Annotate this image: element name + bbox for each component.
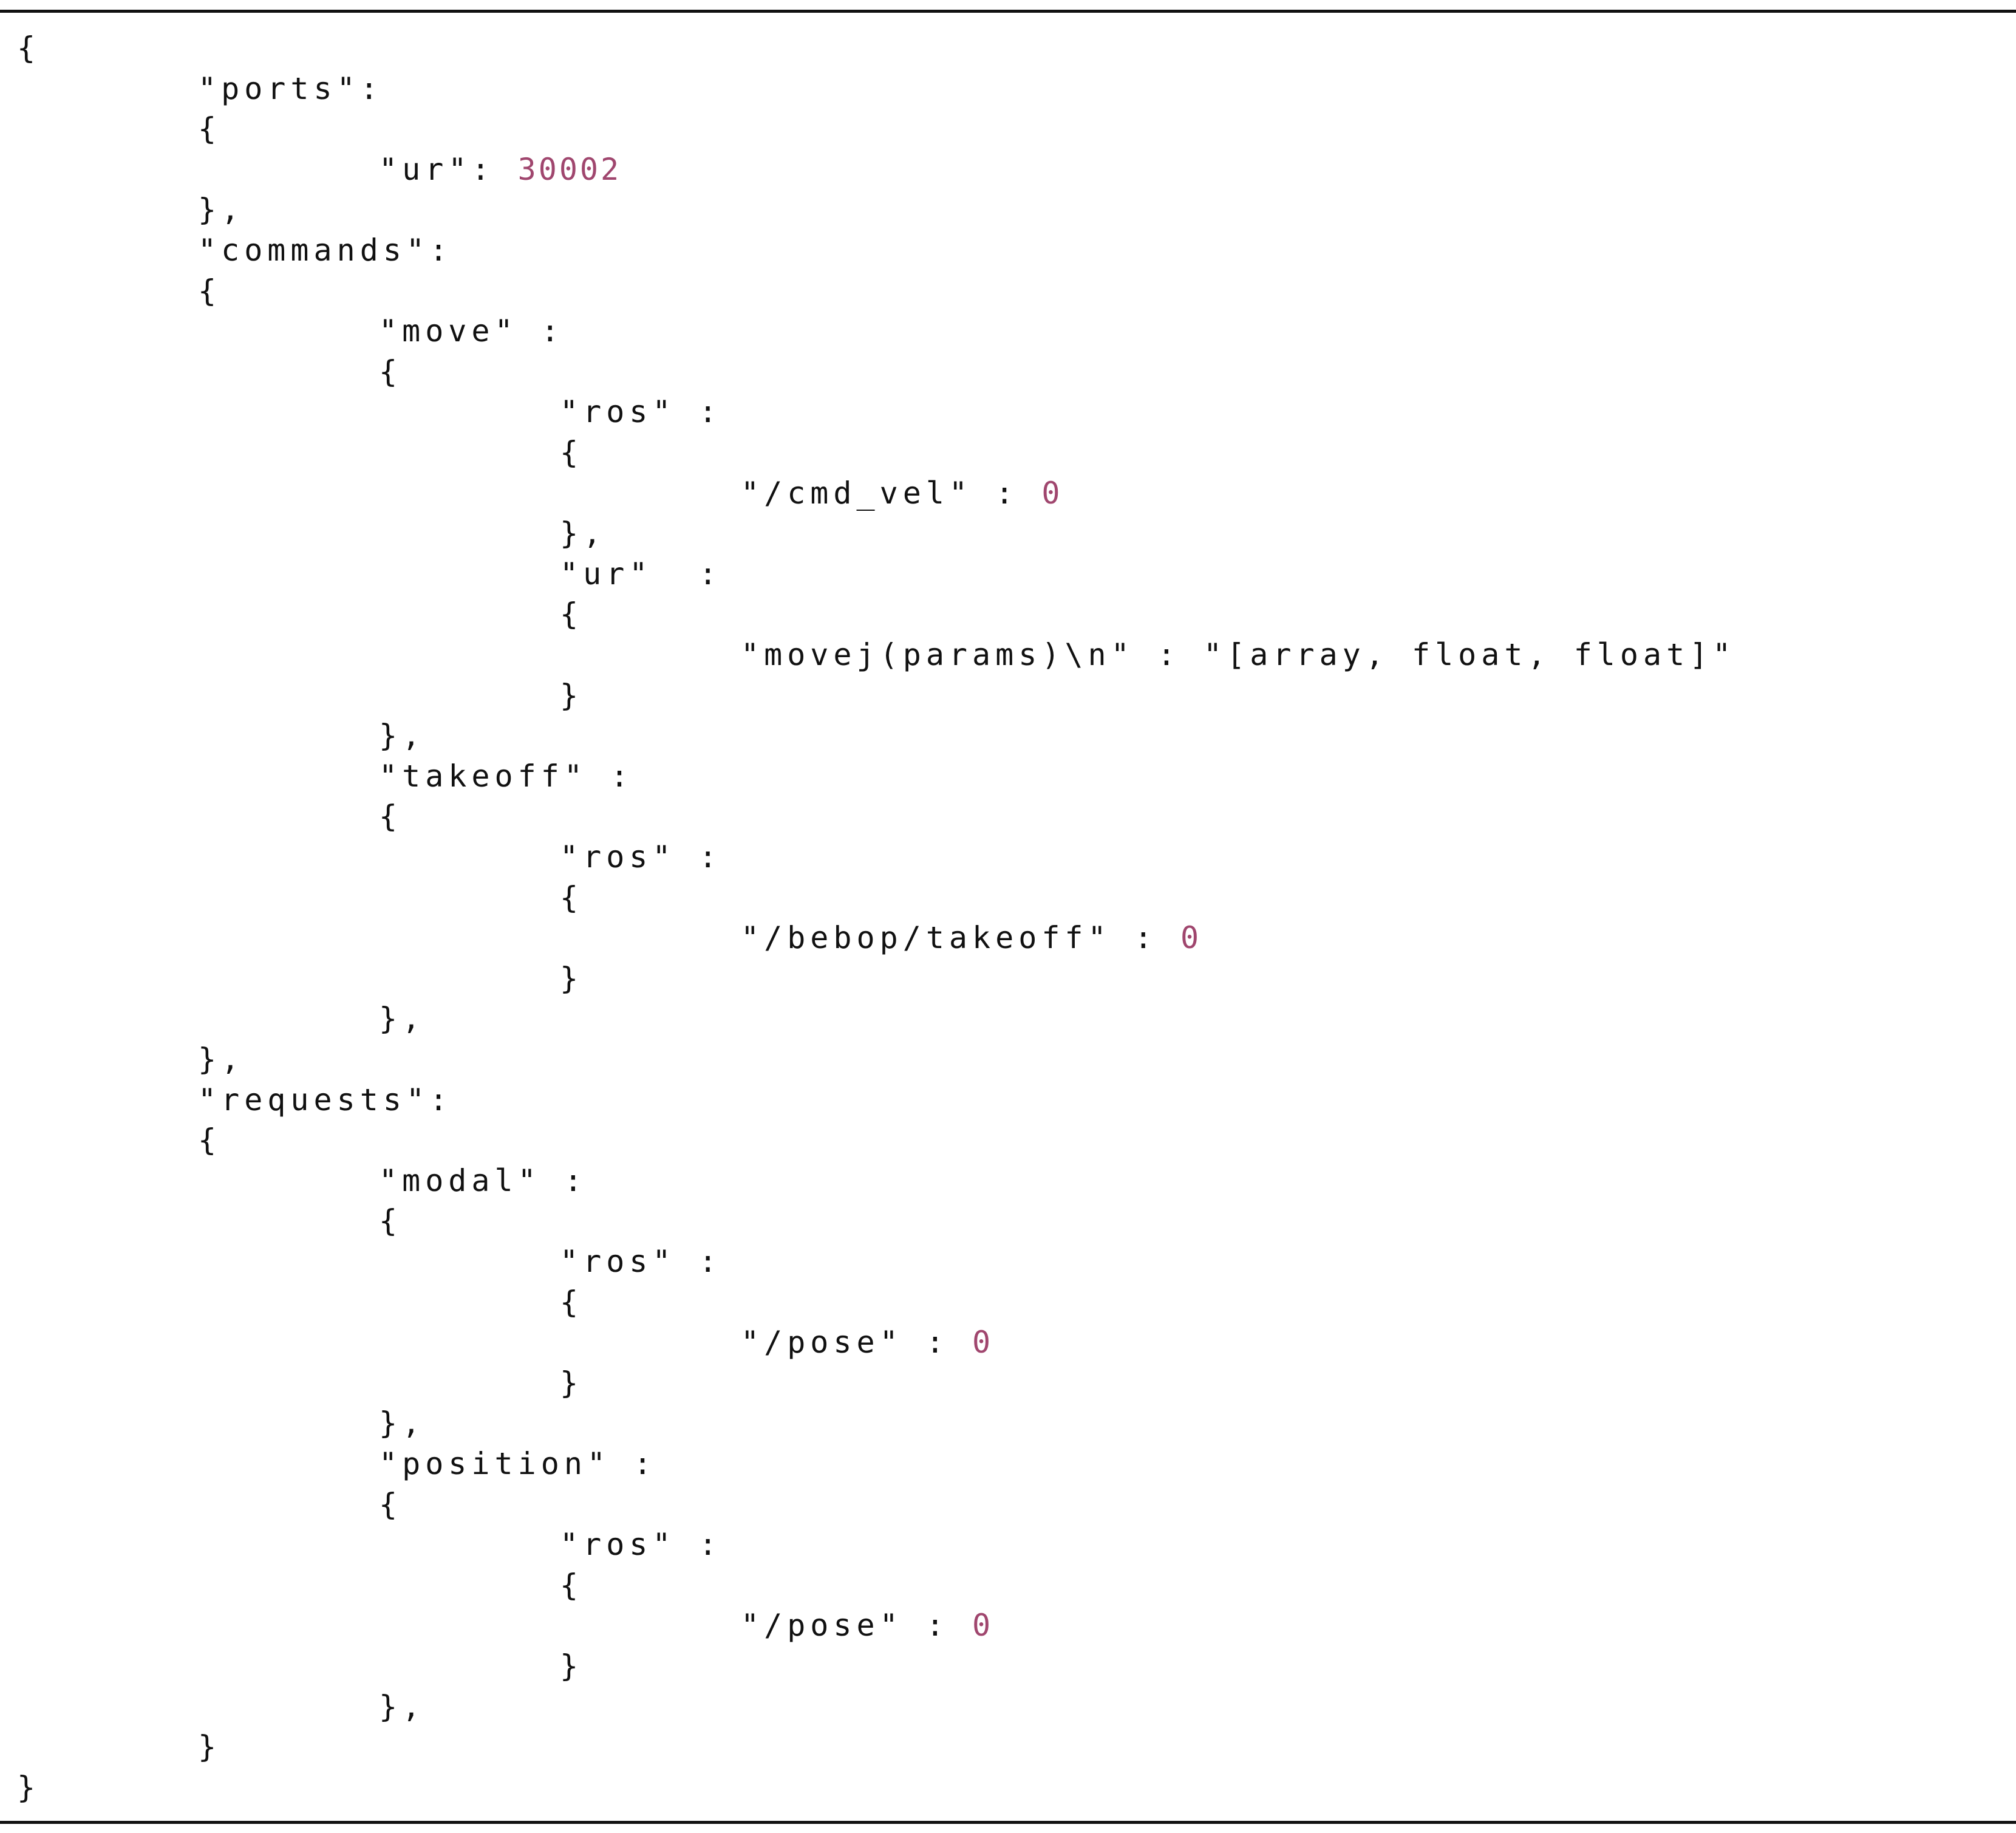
code-line: "modal" : [379,1161,587,1201]
code-text: { [560,596,584,632]
code-text: }, [198,1042,245,1077]
code-line: "ur" : [560,554,722,594]
code-text: "modal" : [379,1163,587,1198]
code-text: "ros" : [560,839,722,875]
code-line: { [379,1201,402,1241]
code-line: "movej(params)\n" : "[array, float, floa… [741,635,1735,675]
code-text: { [560,1568,584,1603]
code-line: "ros" : [560,1241,722,1282]
code-line: "ros" : [560,837,722,877]
code-line: "/bebop/takeoff" : 0 [741,918,1201,958]
code-line: "ros" : [560,1524,722,1565]
bottom-rule [0,1821,2016,1824]
code-text: "/pose" : [741,1608,973,1643]
code-text: { [198,273,222,309]
code-text: { [17,30,41,66]
code-line: { [17,28,40,68]
code-text: }, [379,1405,426,1441]
top-rule [0,10,2016,13]
code-text: "commands": [198,233,453,268]
code-text: "move" : [379,313,564,349]
code-text: { [560,1285,584,1320]
code-line: { [379,1484,402,1524]
code-line: "/pose" : 0 [741,1322,993,1362]
code-line: { [560,1565,583,1605]
code-line: "commands": [198,230,452,270]
code-line: { [198,271,221,311]
code-text: "/cmd_vel" : [741,476,1042,511]
code-line: { [198,1120,221,1160]
code-line: }, [560,513,606,553]
code-text: } [560,1648,584,1684]
numeric-value: 0 [1180,920,1202,955]
code-text: "ports": [198,71,383,106]
code-line: { [379,352,402,392]
code-text: "position" : [379,1446,657,1481]
code-line: }, [198,1039,244,1079]
code-text: "movej(params)\n" : "[array, float, floa… [741,637,1736,672]
code-text: "ros" : [560,1527,722,1562]
code-line: }, [198,189,244,230]
code-text: { [379,354,403,389]
code-line: }, [379,998,425,1039]
code-line: { [379,796,402,836]
code-text: { [560,880,584,915]
code-text: { [198,1122,222,1158]
code-line: } [560,675,583,715]
code-text: }, [379,1001,426,1036]
code-text: "takeoff" : [379,759,634,794]
code-line: "ur": 30002 [379,149,621,189]
code-text: { [198,111,222,146]
code-text: { [560,435,584,470]
code-text: "ur" : [560,556,722,592]
code-text: } [560,1365,584,1401]
code-text: "ros" : [560,1244,722,1279]
code-text: "/bebop/takeoff" : [741,920,1180,955]
code-line: { [560,432,583,473]
code-line: "ros" : [560,392,722,432]
code-text: } [198,1729,222,1764]
code-text: "ros" : [560,394,722,429]
code-text: }, [379,1689,426,1724]
code-line: "requests": [198,1080,452,1120]
numeric-value: 0 [972,1608,993,1643]
code-line: } [17,1767,40,1807]
code-text: }, [379,718,426,753]
code-line: { [198,109,221,149]
code-text: } [560,961,584,996]
code-line: } [560,1646,583,1686]
code-text: "ur": [379,152,518,187]
code-text: } [560,678,584,713]
code-line: { [560,594,583,634]
code-line: } [560,1363,583,1403]
code-line: }, [379,715,425,756]
code-text: { [379,1487,403,1522]
numeric-value: 30002 [517,152,622,187]
code-line: }, [379,1403,425,1443]
code-line: "ports": [198,69,383,109]
code-line: } [560,958,583,998]
code-text: }, [560,516,607,551]
code-line: "position" : [379,1444,656,1484]
numeric-value: 0 [1041,476,1063,511]
code-line: "/cmd_vel" : 0 [741,473,1062,513]
code-text: "/pose" : [741,1325,973,1360]
code-line: } [198,1727,221,1767]
code-text: } [17,1770,41,1805]
code-line: { [560,878,583,918]
code-text: { [379,1203,403,1238]
code-text: { [379,799,403,834]
code-line: }, [379,1687,425,1727]
code-line: "move" : [379,311,564,351]
code-line: "takeoff" : [379,756,633,796]
code-line: "/pose" : 0 [741,1605,993,1645]
numeric-value: 0 [972,1325,993,1360]
code-text: "requests": [198,1082,453,1118]
code-text: }, [198,192,245,227]
code-line: { [560,1282,583,1322]
